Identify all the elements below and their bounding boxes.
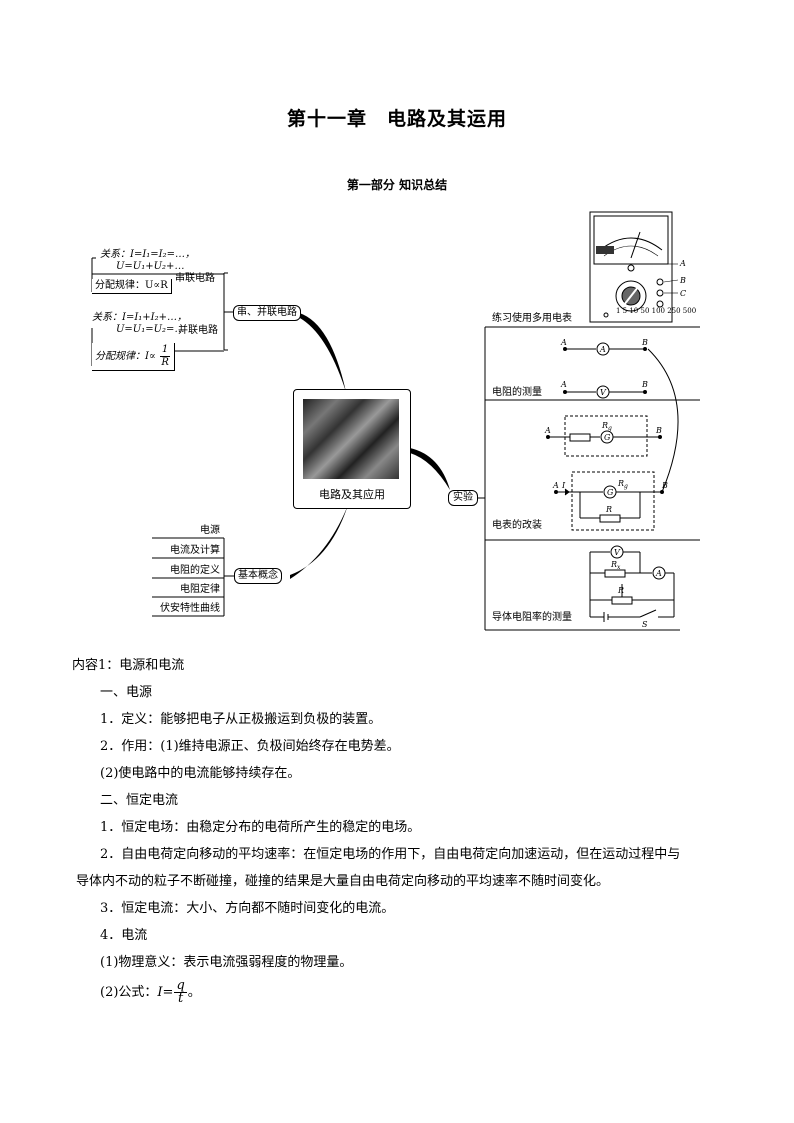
series-distribution: 分配规律：U∝R: [92, 279, 172, 294]
experiment-item-resistivity: 导体电阻率的测量: [492, 612, 572, 623]
page-title: 第十一章 电路及其运用: [286, 108, 507, 130]
series-label: 串联电路: [175, 273, 215, 284]
content-section: 内容1：电源和电流 一、电源 1．定义：能够把电子从正极搬运到负极的装置。 2．…: [72, 652, 736, 1010]
content-line-2: 1．定义：能够把电子从正极搬运到负极的装置。: [100, 712, 382, 727]
fraction-numerator: 1: [159, 344, 171, 357]
parallel-distribution-fraction: 1 R: [159, 344, 171, 369]
experiment-item-meter-conversion: 电表的改装: [492, 520, 542, 531]
label-A-meter: A: [679, 259, 686, 268]
label-R-2: R: [617, 586, 624, 595]
series-relation-1: 关系：I=I₁=I₂=…，: [100, 249, 196, 260]
concept-item-resistance-def: 电阻的定义: [170, 565, 220, 576]
label-A-3: A: [544, 426, 551, 435]
label-A-2: A: [560, 380, 567, 389]
center-photo: [303, 399, 399, 479]
content-line-1: 一、电源: [100, 685, 153, 700]
series-relation-2: U=U₁+U₂+…: [116, 261, 185, 272]
voltmeter-symbol-2: V: [614, 548, 621, 557]
mindmap-diagram: 1 5 10 50 100 250 500 A B C A A B V A B …: [91, 211, 700, 631]
section-subtitle: 第一部分 知识总结: [346, 178, 448, 192]
svg-text:1 5 10 50 100 250 500: 1 5 10 50 100 250 500: [616, 307, 696, 315]
content-line-7: 2．自由电荷定向移动的平均速率：在恒定电场的作用下，自由电荷定向加速运动，但在运…: [100, 847, 681, 862]
experiment-item-resistance: 电阻的测量: [492, 387, 542, 398]
parallel-distribution: 分配规律：I∝ 1 R: [92, 343, 176, 371]
circuit-ammeter-conversion: [554, 471, 664, 531]
label-B-3: B: [655, 426, 662, 435]
circuit-resistivity: [589, 545, 675, 622]
voltmeter-symbol: V: [600, 388, 607, 397]
label-R-1: R: [605, 505, 612, 514]
concept-item-current: 电流及计算: [170, 545, 220, 556]
multimeter-illustration: 1 5 10 50 100 250 500: [589, 211, 696, 323]
ammeter-symbol-2: A: [655, 569, 662, 578]
concept-item-iv-curve: 伏安特性曲线: [160, 603, 220, 614]
label-Rg-1: R: [601, 421, 608, 430]
circuit-voltmeter: [563, 385, 647, 399]
parallel-relation-1: 关系：I=I₁+I₂+…，: [92, 312, 188, 323]
label-A-4: A: [552, 481, 559, 490]
content-line-9: 3．恒定电流：大小、方向都不随时间变化的电流。: [100, 901, 395, 916]
formula-prefix: (2)公式：: [100, 985, 158, 1000]
formula-numerator: q: [174, 978, 187, 993]
concept-item-resistance-law: 电阻定律: [180, 584, 220, 595]
experiment-item-multimeter: 练习使用多用电表: [492, 313, 572, 324]
formula-denominator: t: [178, 991, 184, 1006]
parallel-distribution-prefix: 分配规律：I∝: [95, 351, 156, 362]
content-line-8: 导体内不动的粒子不断碰撞，碰撞的结果是大量自由电荷定向移动的平均速率不随时间变化…: [76, 874, 610, 889]
formula-suffix: 。: [187, 985, 201, 1000]
center-node: 电路及其应用: [293, 389, 411, 509]
formula-lhs: I=: [157, 985, 174, 1000]
concept-item-power-source: 电源: [200, 525, 220, 536]
content-line-5: 二、恒定电流: [100, 793, 179, 808]
label-I: I: [561, 481, 566, 490]
content-line-3: 2．作用：(1)维持电源正、负极间始终存在电势差。: [100, 739, 400, 754]
content-line-10: 4．电流: [100, 928, 148, 943]
label-Rg-1-sub: g: [608, 425, 612, 432]
content-line-6: 1．恒定电场：由稳定分布的电荷所产生的稳定的电场。: [100, 820, 421, 835]
center-label: 电路及其应用: [319, 488, 385, 501]
label-Rx-sub: x: [617, 564, 621, 571]
label-Rg-2: R: [617, 479, 624, 488]
content-line-11: (1)物理意义：表示电流强弱程度的物理量。: [100, 955, 353, 970]
label-S: S: [642, 620, 648, 629]
experiment-node: 实验: [448, 490, 478, 506]
galvanometer-symbol-1: G: [604, 433, 611, 442]
parallel-label: 并联电路: [178, 325, 218, 336]
ammeter-symbol: A: [599, 345, 606, 354]
circuit-ammeter: [563, 342, 647, 356]
content-heading: 内容1：电源和电流: [72, 658, 185, 673]
circuit-voltmeter-conversion: [546, 415, 662, 457]
label-B-1: B: [641, 338, 648, 347]
basic-concepts-node: 基本概念: [234, 568, 282, 584]
label-Rg-2-sub: g: [624, 483, 628, 490]
series-parallel-node: 串、并联电路: [233, 305, 301, 321]
galvanometer-symbol-2: G: [607, 488, 614, 497]
fraction-denominator: R: [161, 357, 169, 368]
label-C-meter: C: [680, 289, 686, 298]
parallel-relation-2: U=U₁=U₂=…: [116, 324, 185, 335]
content-line-4: (2)使电路中的电流能够持续存在。: [100, 766, 301, 781]
label-B-2: B: [641, 380, 648, 389]
label-Rx: R: [610, 560, 617, 569]
label-B-meter: B: [679, 276, 686, 285]
label-A-1: A: [560, 338, 567, 347]
